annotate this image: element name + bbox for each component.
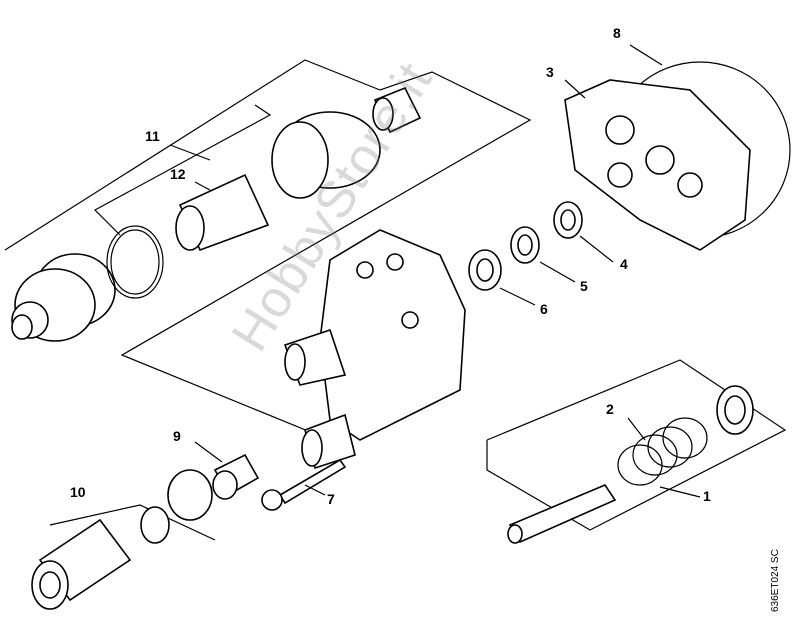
part-6-seal [468,249,502,291]
callout-3: 3 [546,64,554,80]
callout-6: 6 [540,301,548,317]
callout-1: 1 [703,488,711,504]
part-10-nozzle [31,469,213,610]
part-5-valve [510,226,540,264]
part-oring [106,225,164,299]
callout-5: 5 [580,278,588,294]
part-12-sleeve [175,173,270,252]
part-4-seal [553,201,583,239]
part-7-screw [261,458,347,511]
callout-10: 10 [70,484,86,500]
group-1-bracket [486,359,787,531]
callout-9: 9 [173,428,181,444]
part-9-cap [212,453,260,500]
drawing-code: 636ET024 SC [770,549,781,612]
group-11-bracket [4,59,532,441]
part-1-pin [507,484,617,544]
pump-head [283,229,466,470]
leader-lines [169,44,701,498]
part-2-spring [617,417,708,486]
callout-11: 11 [145,128,160,144]
part-washer [716,385,754,435]
callout-4: 4 [620,256,628,272]
callout-12: 12 [170,166,186,182]
group-10-bracket [49,504,216,541]
part-3-cover [564,61,791,251]
part-knob [271,111,381,199]
callout-7: 7 [327,491,335,507]
part-bushing [372,86,422,134]
callout-8: 8 [613,25,621,41]
part-11-housing [11,253,116,342]
callout-2: 2 [606,401,614,417]
